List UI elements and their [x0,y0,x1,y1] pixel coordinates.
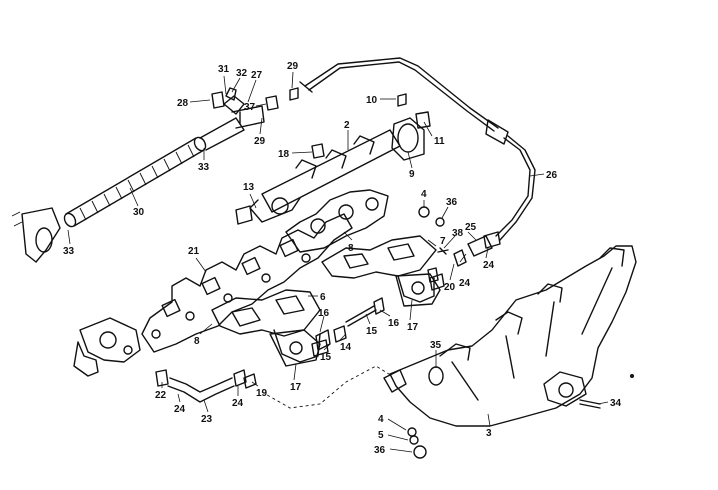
callout-33b: 33 [63,246,75,257]
manifold-gasket-8-upper [285,189,389,253]
fittings-top-left [211,87,431,159]
callout-15b: 15 [320,352,332,363]
small-hardware [315,206,634,459]
callout-25: 25 [465,222,477,233]
callout-17b: 17 [290,382,302,393]
callout-19: 19 [256,388,268,399]
callout-4b: 4 [378,414,384,425]
water-outlet-housing [73,317,141,377]
callout-13: 13 [243,182,255,193]
callout-20: 20 [444,282,456,293]
callout-labels: 31 32 27 29 28 37 10 11 2 29 33 18 9 26 … [63,61,622,456]
callout-10: 10 [366,95,378,106]
callout-11: 11 [434,136,445,147]
callout-27: 27 [251,70,263,81]
callout-16: 16 [318,308,330,319]
callout-29: 29 [287,61,299,72]
intake-manifold-2 [235,117,425,225]
callout-15: 15 [366,326,378,337]
callout-33: 33 [198,162,210,173]
callout-9: 9 [409,169,415,180]
callout-34: 34 [610,398,622,409]
callout-24: 24 [483,260,495,271]
callout-3: 3 [486,428,492,439]
exhaust-manifold-6 [211,289,329,367]
callout-37: 37 [244,102,256,113]
callout-24b: 24 [459,278,471,289]
callout-7: 7 [440,236,446,247]
callout-29b: 29 [254,136,266,147]
callout-36b: 36 [374,445,386,456]
callout-35: 35 [430,340,442,351]
callout-2: 2 [344,120,350,131]
tube-26 [299,57,536,249]
callout-8b: 8 [194,336,200,347]
callout-32: 32 [236,68,248,79]
callout-5: 5 [378,430,384,441]
callout-36: 36 [446,197,458,208]
callout-4: 4 [421,189,427,200]
callout-16b: 16 [388,318,400,329]
callout-30: 30 [133,207,145,218]
callout-6: 6 [320,292,326,303]
callout-18: 18 [278,149,290,160]
callout-22: 22 [155,390,167,401]
callout-26: 26 [546,170,558,181]
leader-lines [67,71,609,453]
callout-21: 21 [188,246,200,257]
bypass-hose-23 [155,365,393,409]
callout-17: 17 [407,322,419,333]
exhaust-manifold-7 [321,235,445,307]
water-pipe-30 [11,95,265,263]
callout-24d: 24 [232,398,244,409]
callout-24c: 24 [174,404,186,415]
exhaust-manifold-3 [383,245,637,427]
callout-23: 23 [201,414,213,425]
callout-28: 28 [177,98,189,109]
callout-31: 31 [218,64,230,75]
callout-8: 8 [348,243,354,254]
callout-14: 14 [340,342,352,353]
callout-38: 38 [452,228,464,239]
